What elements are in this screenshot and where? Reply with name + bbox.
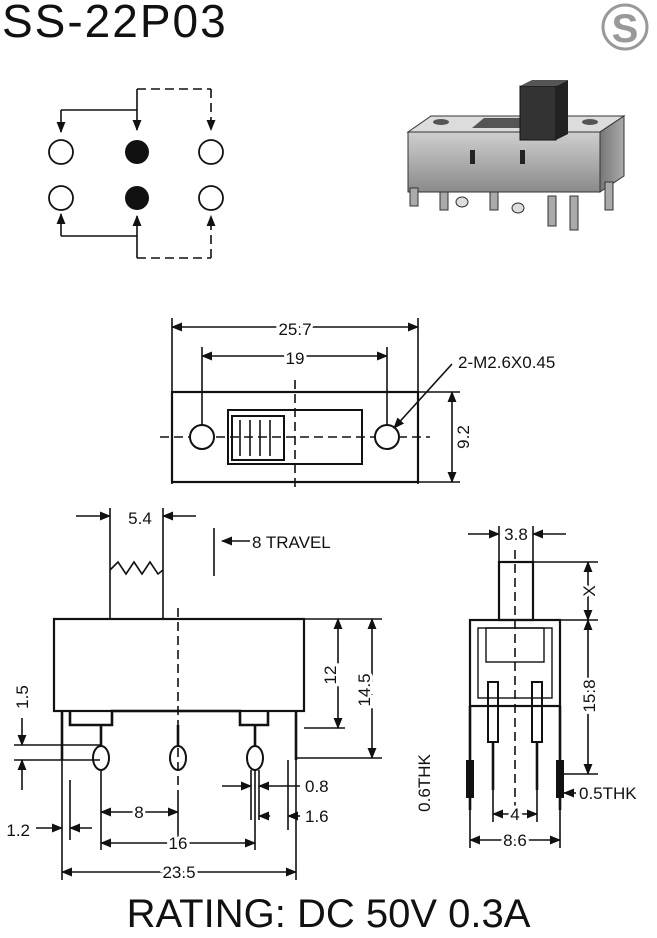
dim-left-thickness: 0.6THK	[415, 754, 434, 812]
dim-mount-hole-callout: 2-M2.6X0.45	[458, 353, 555, 372]
dim-actuator-width: 5.4	[128, 509, 152, 528]
dim-travel: 8 TRAVEL	[252, 533, 331, 552]
side-view: 3.8 X 15.8 0.6THK 0.5THK	[415, 525, 637, 853]
part-number-title: SS-22P03	[2, 0, 228, 47]
dim-side-actuator-width: 3.8	[504, 525, 528, 544]
contact-circle	[48, 185, 74, 211]
contact-circle	[48, 139, 74, 165]
mount-hole	[189, 424, 215, 450]
contact-common	[125, 140, 149, 164]
dim-body-height: 12	[321, 666, 340, 685]
dim-side-overall-width: 8.6	[503, 831, 527, 850]
product-illustration	[406, 80, 626, 231]
contact-schematic	[48, 88, 224, 259]
dim-side-height: 15.8	[580, 679, 599, 712]
brand-logo-letter: S	[612, 7, 639, 51]
dim-terminal-width: 0.8	[305, 777, 329, 796]
dim-actuator-extension: X	[580, 585, 599, 596]
dim-hole-spacing: 19	[286, 349, 305, 368]
slider-knob	[231, 415, 285, 461]
dim-total-height: 14.5	[355, 673, 374, 706]
dim-side-leg: 1.2	[6, 821, 30, 840]
dim-terminal-pitch: 8	[134, 803, 143, 822]
rating-text: RATING: DC 50V 0.3A	[126, 892, 531, 936]
dim-right-thickness: 0.5THK	[579, 784, 637, 803]
contact-circle	[198, 185, 224, 211]
housing-front	[52, 617, 306, 713]
dim-overall-length: 23.5	[162, 863, 195, 882]
dim-terminal-offset: 1.5	[13, 685, 32, 709]
dim-terminal-outer: 1.6	[305, 807, 329, 826]
contact-common	[125, 186, 149, 210]
front-view: 5.4 8 TRAVEL 12 14.5	[6, 508, 382, 885]
dim-height: 9.2	[454, 425, 473, 449]
dim-pin-pitch: 4	[510, 805, 519, 824]
side-actuator	[497, 560, 535, 622]
dim-overall-width: 25.7	[278, 320, 311, 339]
top-view: 25.7 19 2-M2.6X0.45 9.2	[160, 317, 555, 492]
brand-logo: S	[601, 3, 649, 51]
contact-circle	[198, 139, 224, 165]
dim-outer-terminal-span: 16	[169, 834, 188, 853]
mount-hole	[374, 424, 400, 450]
